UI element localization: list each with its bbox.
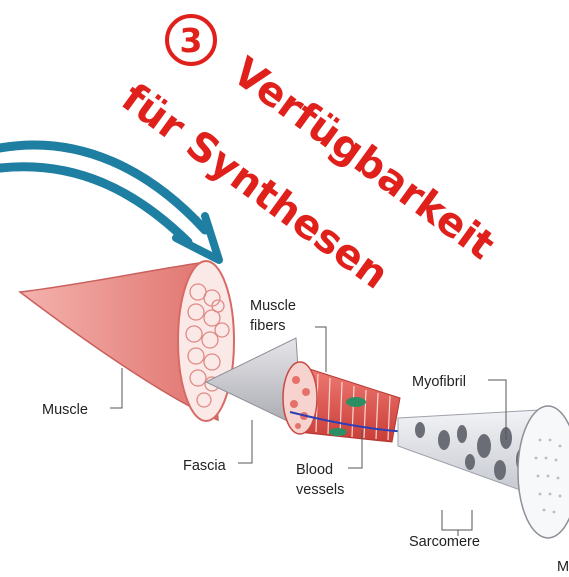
myofibril-shape: [398, 406, 569, 538]
label-fascia: Fascia: [183, 458, 227, 474]
label-muscle-fibers-line1: Muscle: [250, 298, 296, 314]
label-sarcomere: Sarcomere: [409, 534, 480, 550]
label-muscle: Muscle: [42, 402, 88, 418]
label-blood-vessels-line2: vessels: [296, 482, 344, 498]
arrow-curve-lower: [0, 167, 188, 242]
label-blood-vessels-line1: Blood: [296, 462, 333, 478]
muscle-shape: [20, 261, 234, 421]
annotation-number: 3: [167, 16, 215, 64]
muscle-fibers-shape: [283, 362, 410, 442]
label-myofibril: Myofibril: [412, 374, 466, 390]
annotation-number-text: 3: [180, 21, 203, 60]
muscle-cross-section: [178, 261, 234, 421]
label-muscle-fibers-line2: fibers: [250, 318, 285, 334]
label-cut: M: [557, 559, 569, 575]
